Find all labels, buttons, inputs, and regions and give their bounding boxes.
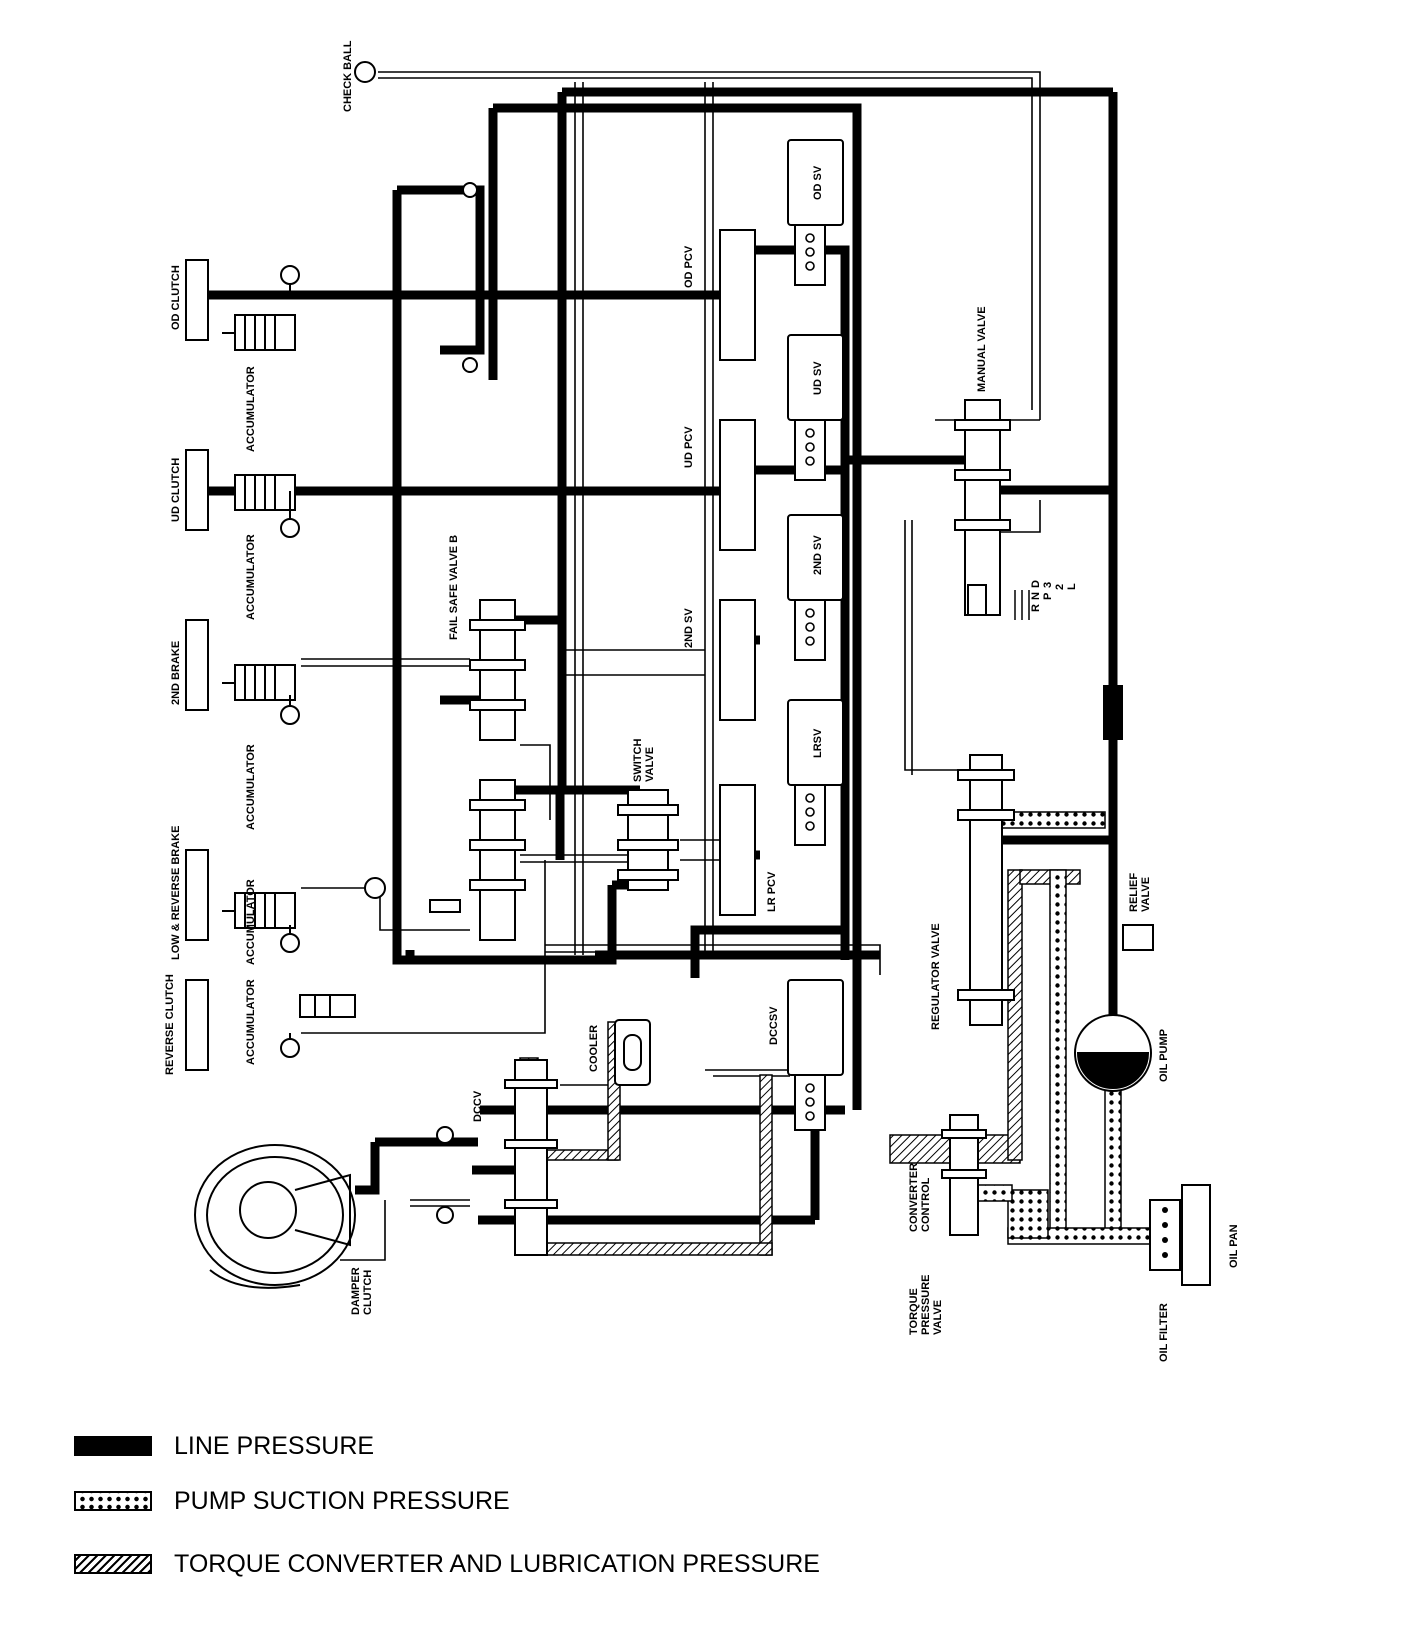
relief-valve-section: [1103, 685, 1123, 740]
accumulator-label-4: ACCUMULATOR: [245, 879, 257, 965]
manual-valve-body: [964, 399, 1001, 616]
relief-valve-label: RELIEF VALVE: [1128, 872, 1152, 912]
line-pressure-paths: [208, 87, 1118, 1225]
2nd-pcv-body: [719, 599, 756, 721]
ud-clutch-label: UD CLUTCH: [170, 457, 182, 522]
valve-bodies: [429, 139, 1211, 1286]
oil-filter-label: OIL FILTER: [1158, 1303, 1170, 1362]
regulator-valve-label: REGULATOR VALVE: [930, 923, 942, 1030]
lr-pcv-body: [719, 784, 756, 916]
range-l: L: [1066, 583, 1078, 590]
lrsv-label: LRSV: [812, 728, 824, 758]
od-clutch-block: [185, 259, 209, 341]
legend-label: PUMP SUCTION PRESSURE: [174, 1487, 510, 1515]
accumulator-label-5: ACCUMULATOR: [245, 979, 257, 1065]
clutch-blocks: [185, 259, 209, 1071]
range-n: N: [1030, 592, 1042, 600]
converter-control-label: CONVERTER CONTROL: [908, 1162, 932, 1232]
torque-lube-swatch: [74, 1554, 152, 1574]
od-sv-label: OD SV: [812, 165, 824, 200]
reverse-clutch-block: [185, 979, 209, 1071]
ud-sv-label: UD SV: [812, 361, 824, 395]
legend-label: LINE PRESSURE: [174, 1432, 375, 1460]
check-orifices: [280, 61, 478, 1224]
accumulator-lr: [222, 892, 296, 929]
od-pcv-body: [719, 229, 756, 361]
reverse-clutch-label: REVERSE CLUTCH: [164, 974, 176, 1075]
pump-suction-swatch: [74, 1491, 152, 1511]
second-sv-label: 2ND SV: [812, 535, 824, 575]
low-reverse-brake-block: [185, 849, 209, 941]
range-p: P: [1042, 592, 1054, 600]
accumulator-label-3: ACCUMULATOR: [245, 744, 257, 830]
regulator-valve-body: [969, 754, 1003, 1026]
second-sv-left-label: 2ND SV: [683, 608, 695, 648]
fail-safe-valve-label: FAIL SAFE VALVE B: [448, 534, 460, 640]
range-3: 3: [1042, 581, 1054, 588]
accumulator-ud: [222, 474, 296, 511]
thin-lines: [301, 71, 1041, 1261]
oil-filter-dots: [1162, 1207, 1168, 1258]
range-d: D: [1030, 580, 1042, 588]
torque-pressure-valve-label: TORQUE PRESSURE VALVE: [908, 1274, 944, 1335]
lr-pcv-label: LR PCV: [766, 871, 778, 912]
accumulator-rev: [299, 994, 356, 1018]
range-r: R: [1030, 604, 1042, 612]
damper-clutch-label: DAMPER CLUTCH: [350, 1267, 374, 1315]
oil-pump-label: OIL PUMP: [1158, 1029, 1170, 1082]
ud-pcv-label: UD PCV: [683, 426, 695, 468]
cooler-label: COOLER: [588, 1024, 600, 1072]
accumulator-od: [222, 314, 296, 351]
line-pressure-swatch: [74, 1436, 152, 1456]
second-brake-label: 2ND BRAKE: [170, 640, 182, 705]
accumulator-label-1: ACCUMULATOR: [245, 366, 257, 452]
relief-valve-body: [1122, 924, 1154, 951]
accumulator-2nd: [222, 664, 296, 701]
legend-label: TORQUE CONVERTER AND LUBRICATION PRESSUR…: [174, 1550, 820, 1578]
od-clutch-label: OD CLUTCH: [170, 265, 182, 330]
switch-valve-label: SWITCH VALVE: [632, 738, 656, 782]
dccsv-label: DCCSV: [768, 1006, 780, 1045]
oil-pan-body: [1181, 1184, 1211, 1286]
accumulator-label-2: ACCUMULATOR: [245, 534, 257, 620]
dccv-body: [514, 1059, 548, 1256]
check-ball-label: CHECK BALL: [342, 40, 354, 113]
manual-valve-label: MANUAL VALVE: [976, 306, 988, 392]
range-selector: [1014, 590, 1030, 620]
oil-pan-label: OIL PAN: [1228, 1224, 1240, 1268]
dccv-label: DCCV: [472, 1090, 484, 1122]
torque-converter: [194, 1144, 356, 1289]
ud-clutch-block: [185, 449, 209, 531]
accumulators: [222, 314, 356, 1018]
low-reverse-brake-label: LOW & REVERSE BRAKE: [170, 825, 182, 960]
ud-pcv-body: [719, 419, 756, 551]
range-2: 2: [1054, 583, 1066, 590]
oil-pump: [1074, 1014, 1152, 1092]
second-brake-block: [185, 619, 209, 711]
dccsv-housing: [787, 979, 844, 1076]
sv-port-dots: [805, 233, 815, 1121]
od-pcv-label: OD PCV: [683, 245, 695, 288]
